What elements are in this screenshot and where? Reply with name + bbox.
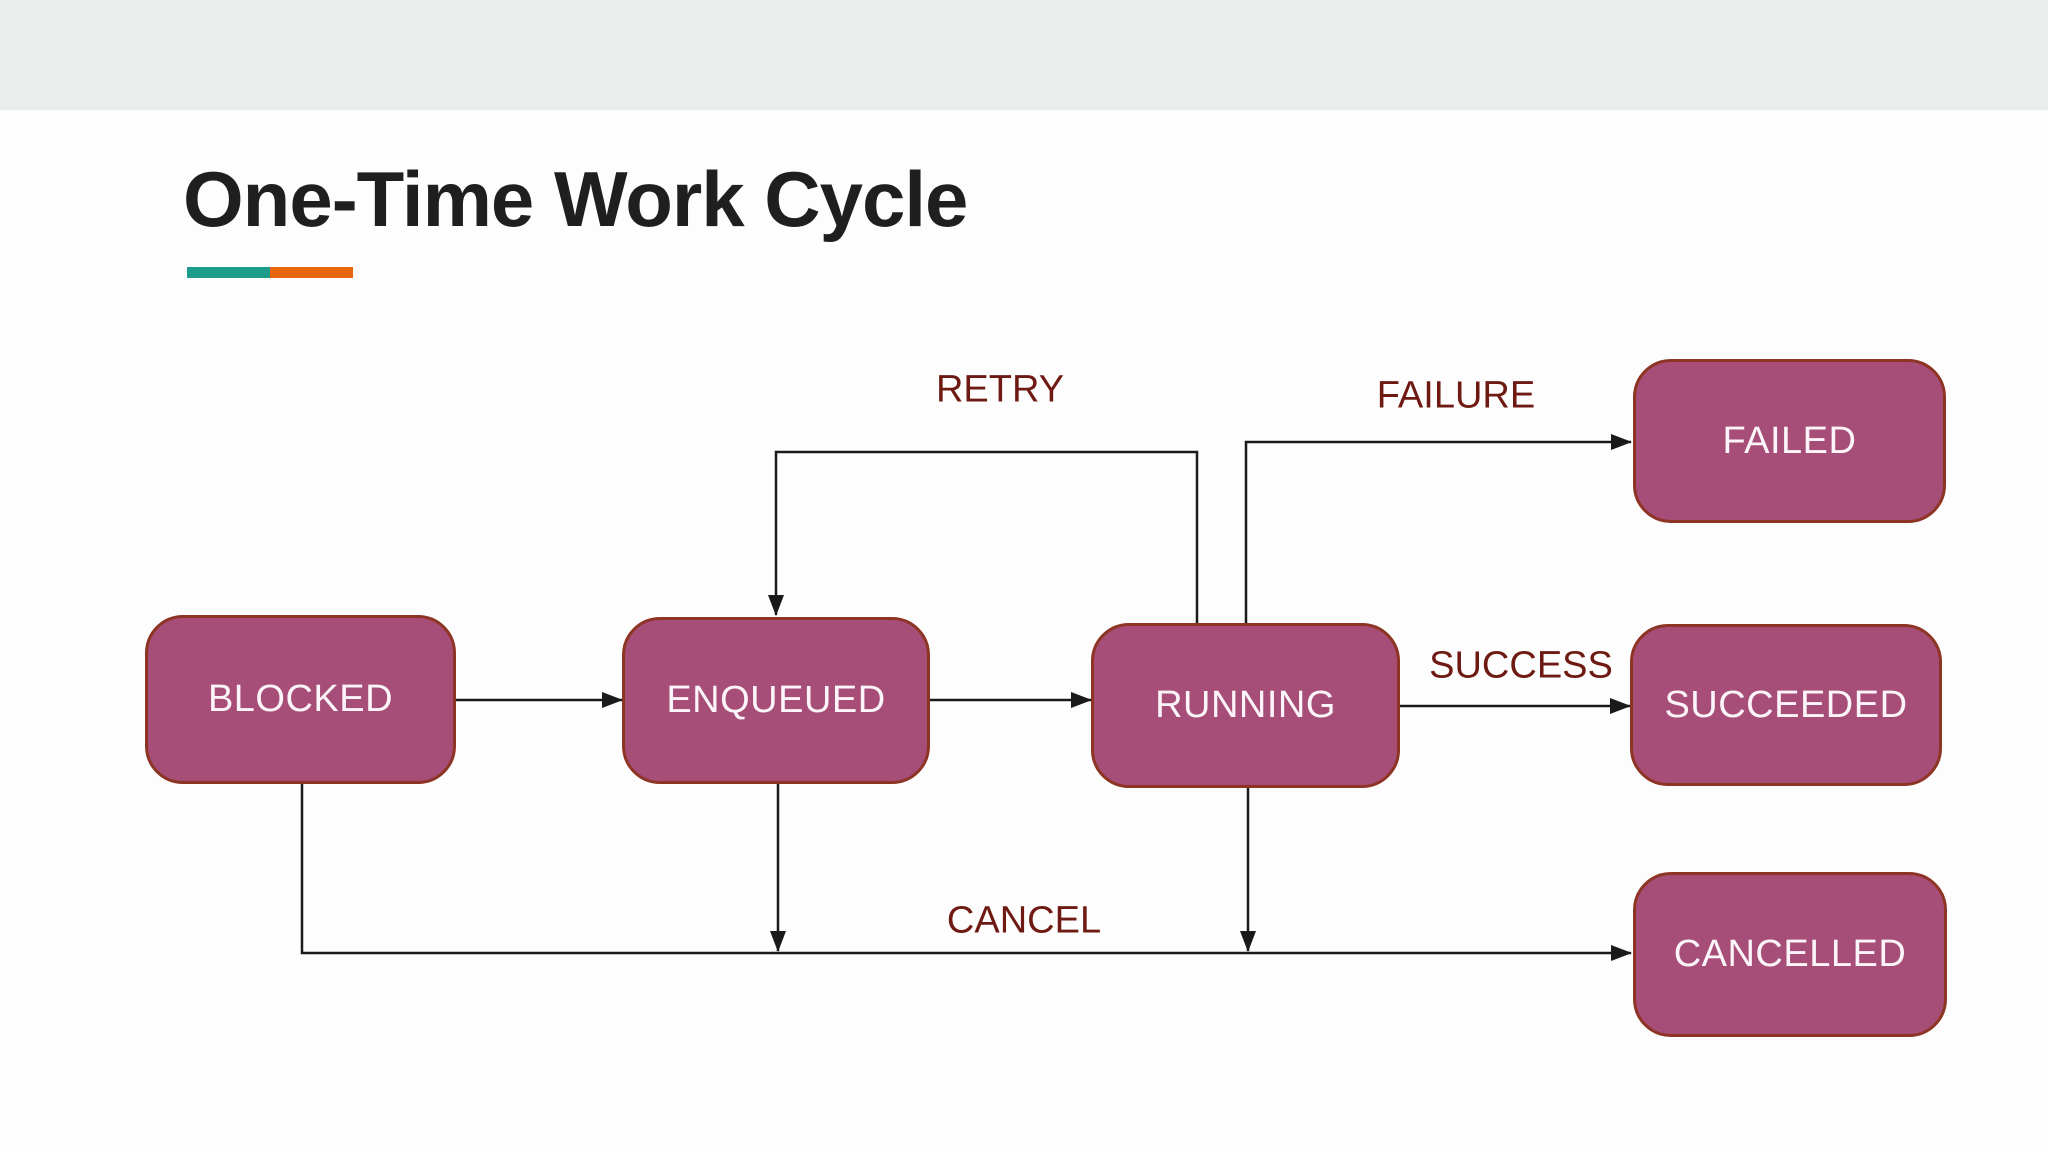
state-node-label: SUCCEEDED bbox=[1664, 683, 1908, 726]
state-node-cancelled: CANCELLED bbox=[1633, 872, 1947, 1037]
edge-failure-to-failed bbox=[1244, 434, 1632, 623]
letterbox-band bbox=[0, 0, 2048, 110]
title-underline bbox=[187, 267, 353, 278]
slide-title: One-Time Work Cycle bbox=[183, 155, 968, 243]
state-node-label: BLOCKED bbox=[207, 678, 394, 720]
state-node-failed: FAILED bbox=[1633, 359, 1946, 523]
edge-label-failure: FAILURE bbox=[1376, 374, 1536, 417]
state-node-enqueued: ENQUEUED bbox=[622, 617, 930, 784]
state-node-label: ENQUEUED bbox=[666, 679, 886, 721]
state-node-label: FAILED bbox=[1722, 419, 1857, 462]
state-node-label: CANCELLED bbox=[1673, 933, 1907, 975]
edge-retry-loop bbox=[768, 450, 1199, 623]
edge-cancel-trunk bbox=[300, 784, 1632, 961]
accent-bar-teal bbox=[187, 267, 270, 278]
state-node-succeeded: SUCCEEDED bbox=[1630, 624, 1942, 786]
edge-label-success: SUCCESS bbox=[1429, 644, 1613, 687]
edge-label-retry: RETRY bbox=[935, 368, 1065, 411]
state-node-blocked: BLOCKED bbox=[145, 615, 456, 784]
state-node-running: RUNNING bbox=[1091, 623, 1400, 788]
edge-label-cancel: CANCEL bbox=[946, 899, 1102, 942]
accent-bar-orange bbox=[270, 267, 353, 278]
state-node-label: RUNNING bbox=[1155, 684, 1336, 726]
